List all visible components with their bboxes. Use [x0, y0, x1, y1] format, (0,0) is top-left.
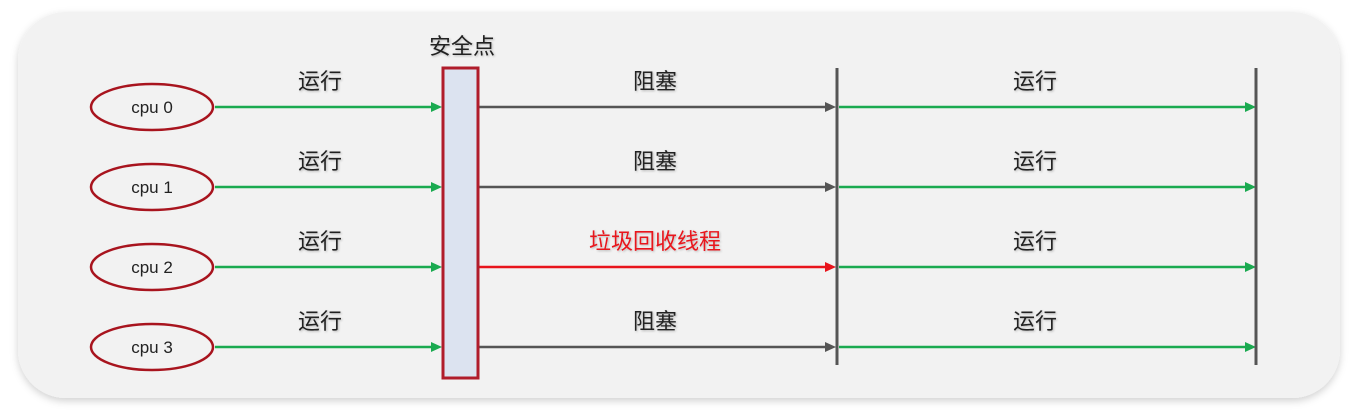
running-arrow-arrowhead [1245, 102, 1256, 112]
cpu-node [89, 322, 215, 372]
state-label-middle: 阻塞 [633, 149, 677, 174]
safepoint-label: 安全点 [429, 34, 495, 59]
state-label-middle: 阻塞 [633, 69, 677, 94]
running-arrow-arrowhead [1245, 262, 1256, 272]
state-label-after: 运行 [1013, 69, 1057, 94]
running-arrow-arrowhead [431, 262, 442, 272]
blocked-arrow-arrowhead [825, 182, 836, 192]
state-label-before: 运行 [298, 69, 342, 94]
running-arrow-arrowhead [431, 182, 442, 192]
cpu-label: cpu 0 [131, 98, 173, 117]
blocked-arrow-arrowhead [825, 102, 836, 112]
state-label-after: 运行 [1013, 309, 1057, 334]
state-label-after: 运行 [1013, 149, 1057, 174]
blocked-arrow-arrowhead [825, 342, 836, 352]
state-label-middle: 垃圾回收线程 [589, 229, 721, 254]
cpu-label: cpu 1 [131, 178, 173, 197]
state-label-middle: 阻塞 [633, 309, 677, 334]
state-label-after: 运行 [1013, 229, 1057, 254]
state-label-before: 运行 [298, 309, 342, 334]
state-label-before: 运行 [298, 149, 342, 174]
running-arrow-arrowhead [1245, 182, 1256, 192]
cpu-node [89, 162, 215, 212]
gc-arrow-arrowhead [825, 262, 836, 272]
cpu-node [89, 82, 215, 132]
cpu-node [89, 242, 215, 292]
cpu-label: cpu 3 [131, 338, 173, 357]
state-label-before: 运行 [298, 229, 342, 254]
cpu-label: cpu 2 [131, 258, 173, 277]
running-arrow-arrowhead [1245, 342, 1256, 352]
safepoint-bar [441, 66, 480, 380]
background-panel [18, 12, 1340, 398]
running-arrow-arrowhead [431, 102, 442, 112]
running-arrow-arrowhead [431, 342, 442, 352]
